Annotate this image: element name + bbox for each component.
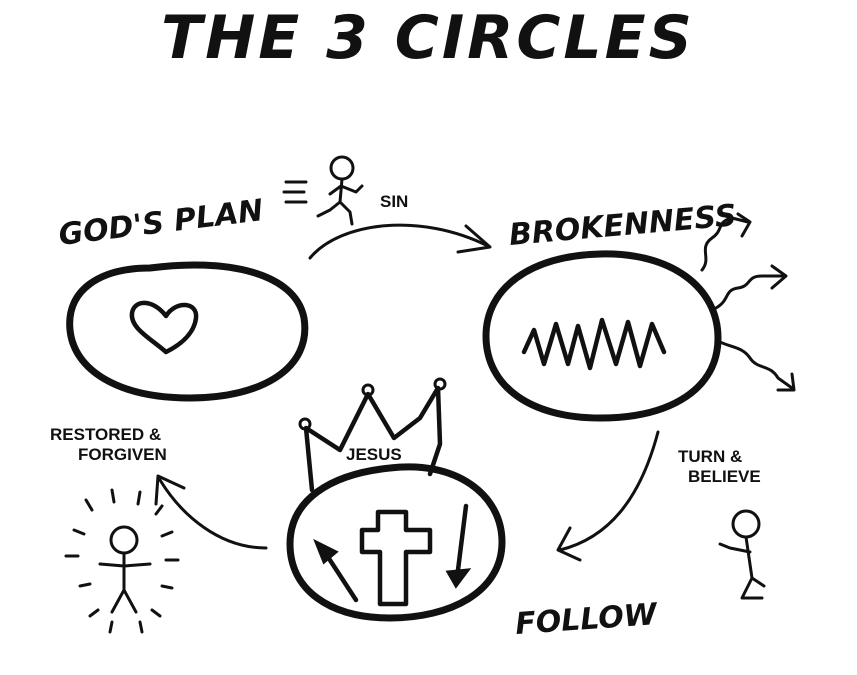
running-figure-icon: [282, 155, 364, 226]
heart-icon: [129, 300, 199, 355]
up-arrow-icon: [313, 538, 359, 603]
turn-label-line1: TURN &: [678, 447, 742, 466]
crown-icon: [303, 385, 443, 493]
sin-label: SIN: [380, 192, 408, 211]
restored-label-line1: RESTORED &: [50, 425, 161, 444]
sin-arrow: [308, 223, 492, 260]
brokenness-squiggle-arrows: [700, 212, 796, 392]
brokenness-circle: [482, 250, 722, 422]
jesus-circle: [286, 463, 506, 622]
brokenness-label: BROKENNESS: [508, 198, 738, 253]
restored-label-line2: FORGIVEN: [78, 445, 167, 464]
zigzag-icon: [521, 317, 667, 371]
gods-plan-label: GOD'S PLAN: [57, 193, 265, 253]
gods-plan-circle: [66, 261, 309, 402]
follow-label: FOLLOW: [514, 597, 660, 642]
jesus-label: JESUS: [346, 445, 402, 464]
turn-arrow: [556, 430, 660, 562]
kneeling-figure-icon: [718, 509, 766, 600]
down-arrow-icon: [445, 503, 472, 589]
restored-arrow: [154, 474, 268, 550]
diagram-title: THE 3 CIRCLES: [161, 3, 695, 73]
cross-icon: [359, 509, 433, 607]
radiant-figure-icon: [64, 488, 180, 634]
turn-label-line2: BELIEVE: [688, 467, 761, 486]
